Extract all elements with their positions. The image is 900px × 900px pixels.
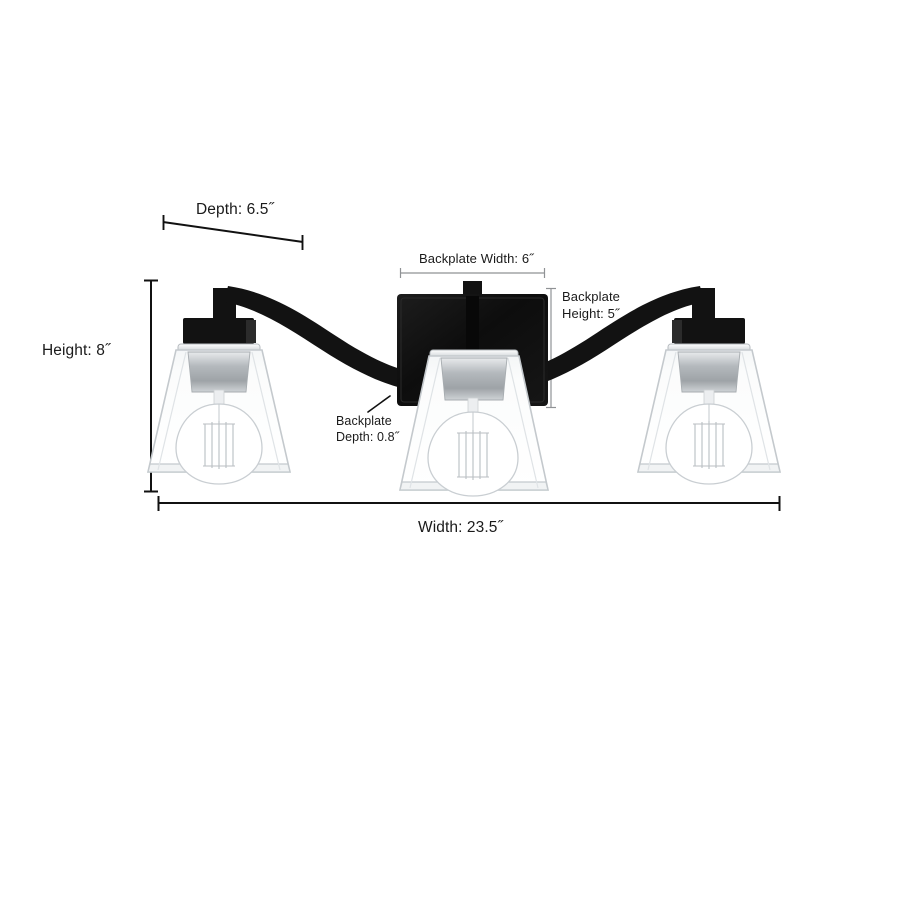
- depth-label: Depth: 6.5˝: [196, 201, 274, 218]
- height-label: Height: 8˝: [42, 342, 111, 359]
- backplate-depth-leader-line: [367, 395, 391, 413]
- center-bulb: [427, 397, 519, 497]
- backplate-height-label: Backplate Height: 5˝: [562, 289, 620, 321]
- backplate-width-dimension-line: [399, 268, 546, 278]
- depth-dimension-line: [162, 215, 304, 250]
- right-bulb: [665, 389, 753, 485]
- left-bulb: [175, 389, 263, 485]
- width-dimension-line: [157, 496, 781, 511]
- right-light: [636, 318, 782, 485]
- center-light: [399, 349, 549, 497]
- backplate-depth-label: Backplate Depth: 0.8˝: [336, 414, 399, 444]
- backplate-width-label: Backplate Width: 6˝: [419, 251, 534, 266]
- width-label: Width: 23.5˝: [418, 519, 503, 536]
- left-light: [146, 318, 292, 485]
- backplate-height-dimension-line: [546, 287, 556, 409]
